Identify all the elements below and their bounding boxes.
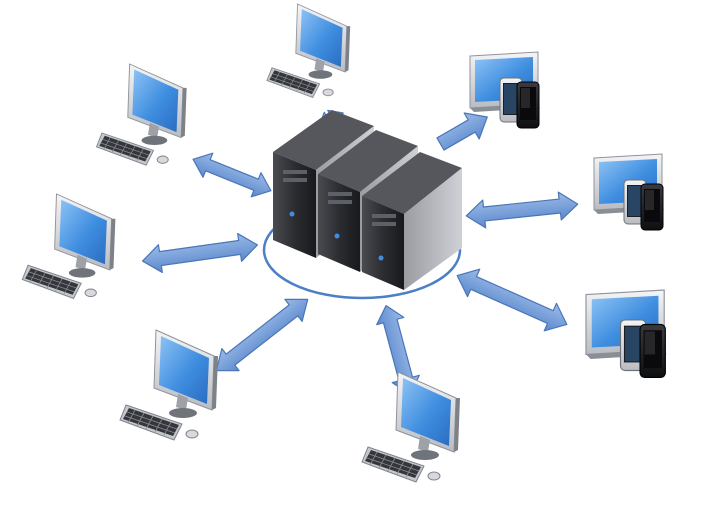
server-unit-3 — [362, 152, 462, 290]
desktop-upper-left — [96, 63, 188, 166]
server-rack — [273, 110, 462, 290]
arrow-upper-left — [192, 152, 272, 198]
arrow-right — [465, 191, 579, 229]
arrow-lower-left — [215, 298, 309, 372]
desktop-lower-left — [119, 329, 219, 441]
desktop-top — [266, 3, 351, 98]
devices-right — [593, 153, 665, 231]
devices-lower-right — [585, 289, 668, 378]
arrow-lower-right — [456, 268, 568, 332]
arrow-top-right — [436, 112, 488, 151]
desktop-bottom — [361, 371, 461, 483]
desktop-left — [21, 193, 116, 299]
arrow-left — [141, 232, 259, 274]
